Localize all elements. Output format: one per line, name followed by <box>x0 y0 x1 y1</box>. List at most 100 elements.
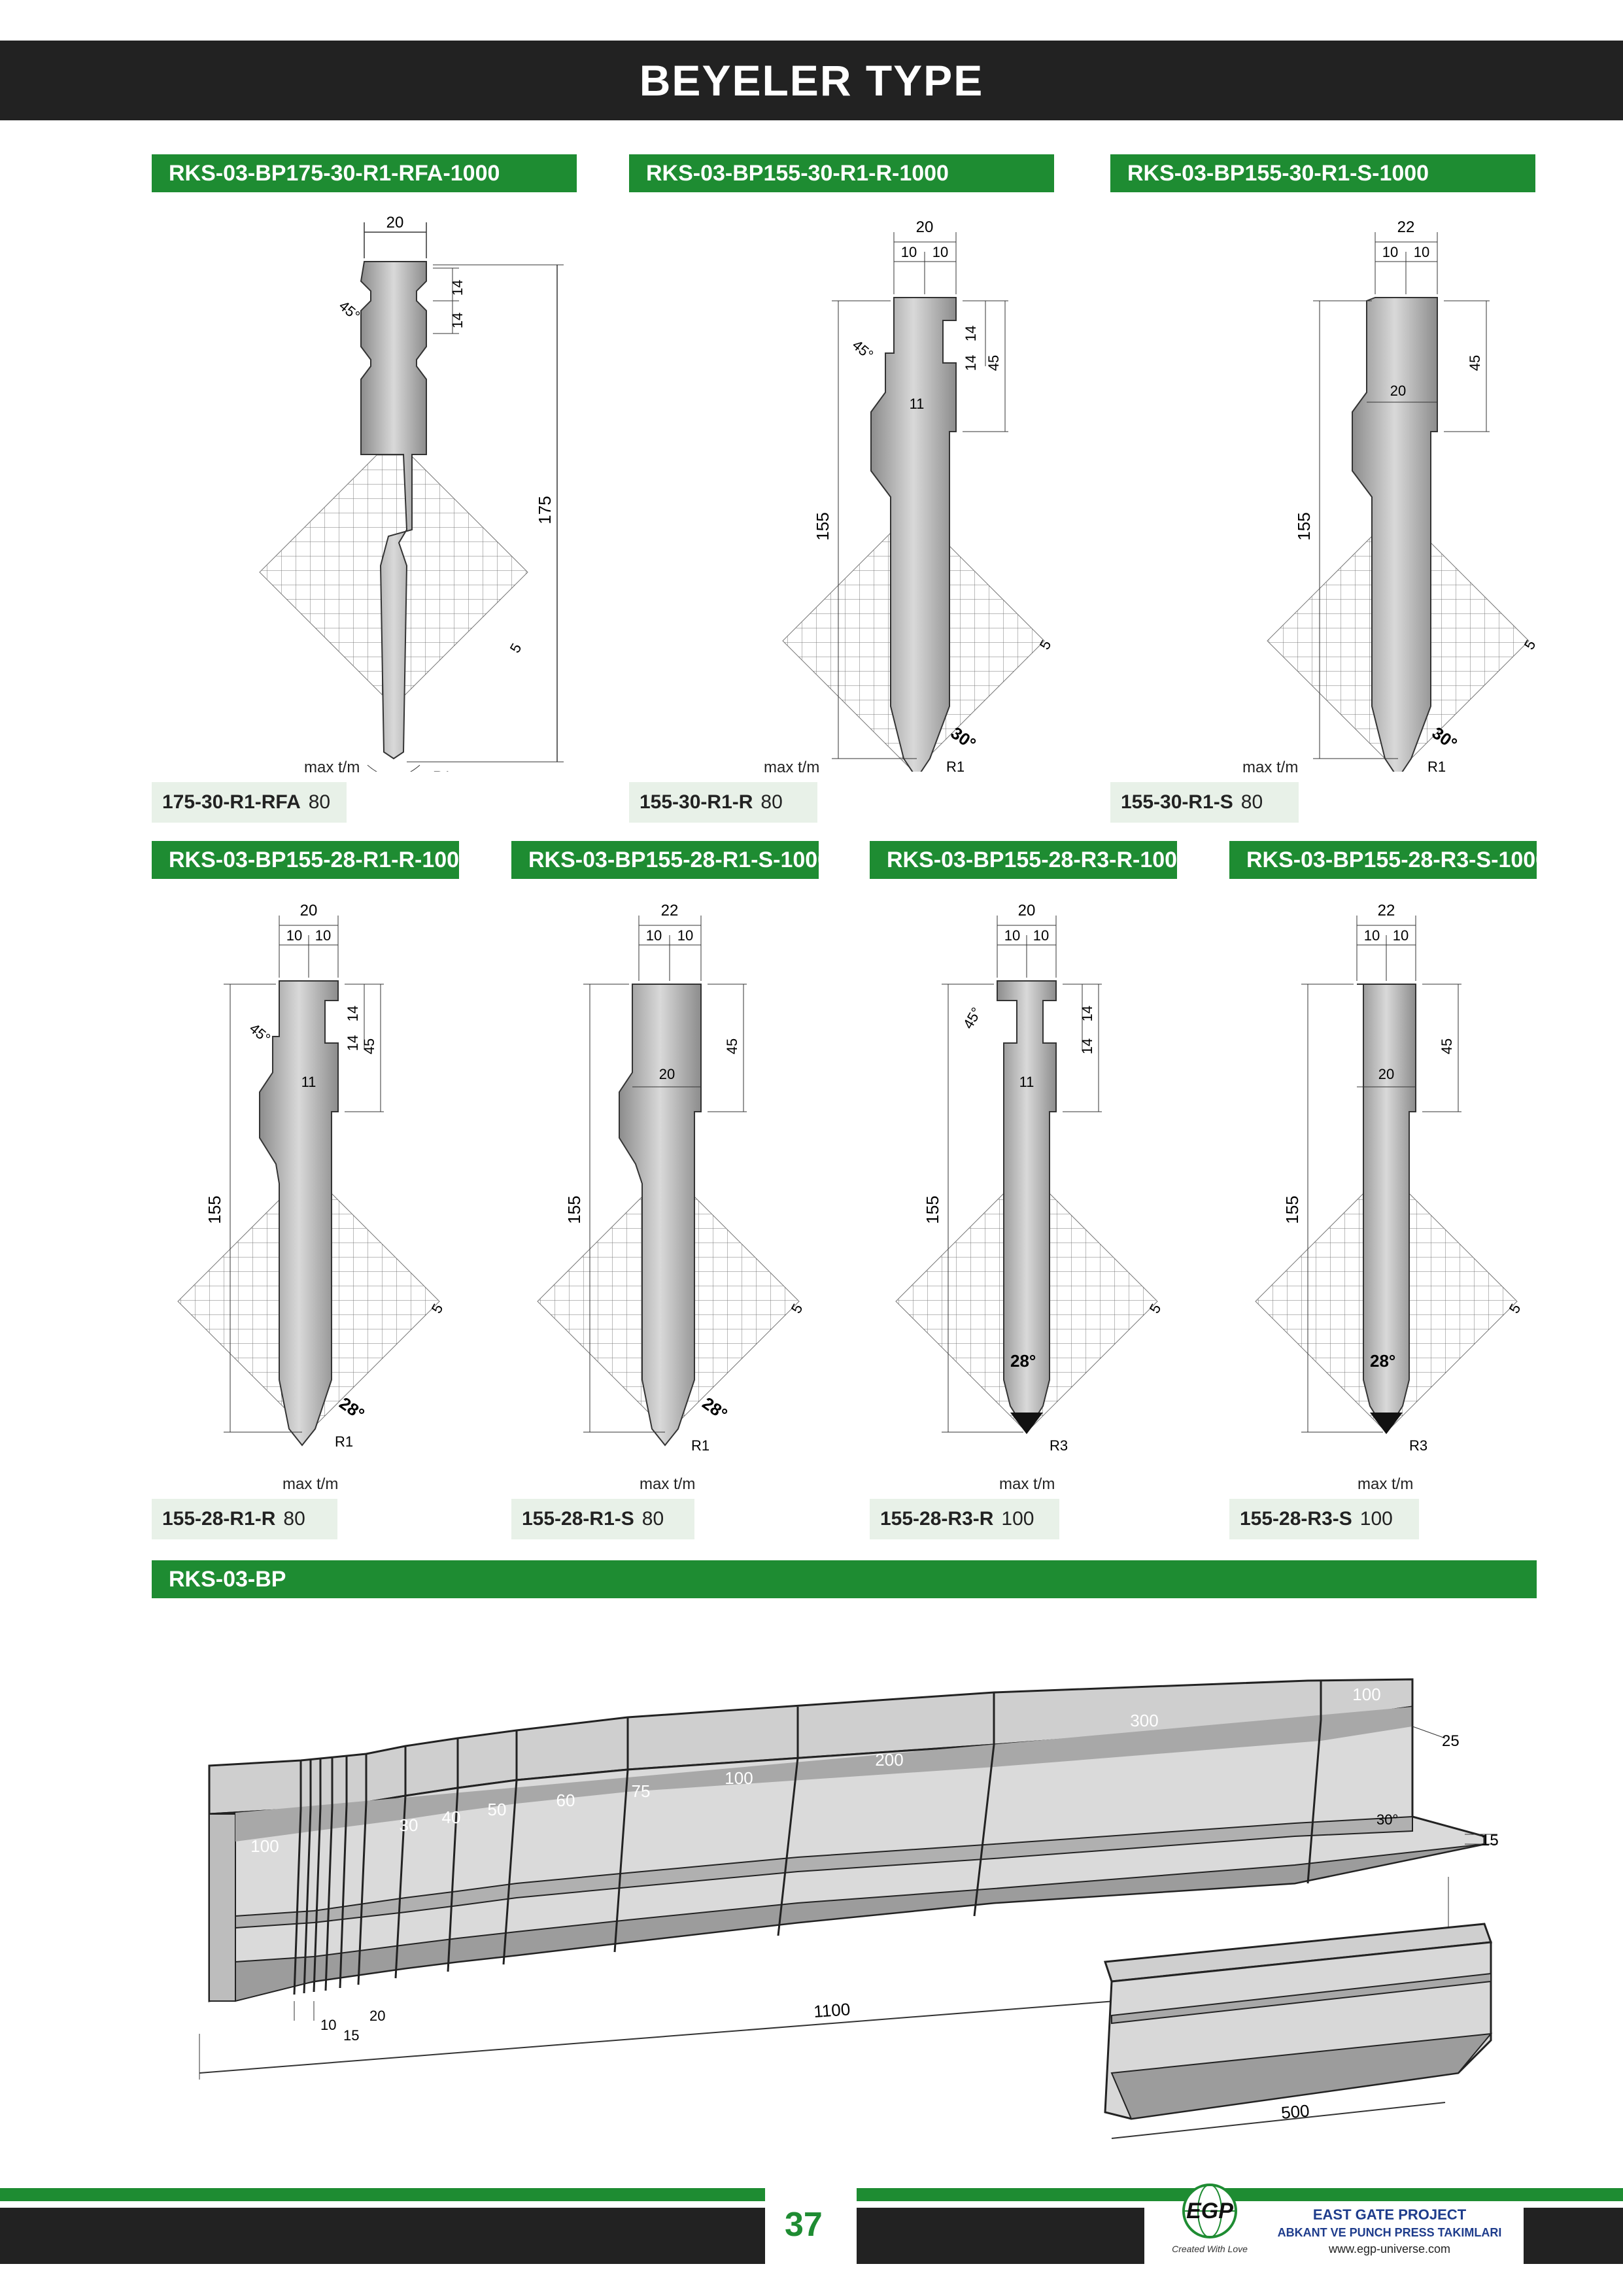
page-title: BEYELER TYPE <box>639 56 984 105</box>
logo-text: EGP <box>1186 2199 1233 2223</box>
dim-10b: 10 <box>932 244 948 260</box>
punch-body <box>1357 984 1416 1433</box>
dim-14a: 14 <box>345 1006 361 1021</box>
dim-5: 5 <box>1036 637 1054 652</box>
max-tm-label-4: max t/m <box>282 1475 339 1493</box>
dim-14b: 14 <box>345 1035 361 1051</box>
dim-175: 175 <box>535 496 555 524</box>
dim-10a: 10 <box>1382 244 1398 260</box>
dim-45: 45 <box>724 1038 740 1054</box>
dim-22: 22 <box>1378 902 1395 919</box>
dim-10b: 10 <box>677 927 693 944</box>
dim-11: 11 <box>1019 1074 1034 1090</box>
dim-14a: 14 <box>1079 1006 1095 1021</box>
max-tm-label-1: max t/m <box>304 759 360 776</box>
dim-20: 20 <box>386 214 404 231</box>
company-block: EAST GATE PROJECT ABKANT VE PUNCH PRESS … <box>1262 2206 1517 2256</box>
caption-value: 80 <box>760 791 783 813</box>
tool-drawing-2: 20 10 10 14 14 45 11 45° 155 5 30° R1 <box>782 218 1054 772</box>
angle-28: 28° <box>699 1393 731 1424</box>
max-tm-label-7: max t/m <box>1358 1475 1414 1493</box>
angle-28: 28° <box>1010 1351 1036 1371</box>
dim-45: 45 <box>1439 1038 1455 1054</box>
angle-45: 45° <box>247 1020 274 1047</box>
dim-10a: 10 <box>646 927 662 944</box>
dim-45: 45 <box>1467 355 1483 371</box>
dim-11: 11 <box>910 396 925 412</box>
segment-label: 200 <box>875 1750 903 1770</box>
tool-drawing-7: 22 10 10 45 20 155 5 28° R3 <box>1255 902 1524 1454</box>
segment-label: 300 <box>1130 1711 1158 1730</box>
punch-body <box>870 297 957 772</box>
dim-45: 45 <box>361 1038 377 1054</box>
tool-header-2: RKS-03-BP155-30-R1-R-1000 <box>629 154 1054 192</box>
punch-body <box>619 984 702 1447</box>
dim-14b: 14 <box>963 355 979 371</box>
dim-22: 22 <box>661 902 679 919</box>
logo-slogan: Created With Love <box>1172 2244 1248 2254</box>
segment-label: 60 <box>556 1791 575 1810</box>
dim-20: 20 <box>659 1066 675 1082</box>
caption-value: 80 <box>283 1508 305 1530</box>
caption-code: 155-28-R1-S <box>522 1508 634 1530</box>
max-tm-label-2: max t/m <box>764 759 820 776</box>
dim-20: 20 <box>1390 383 1406 399</box>
dim-10b: 10 <box>1033 927 1049 944</box>
punch-body <box>997 980 1057 1433</box>
dim-14a: 14 <box>449 280 466 296</box>
segment-label: 100 <box>725 1768 753 1788</box>
footer-dark-right <box>1524 2208 1623 2264</box>
dim-10a: 10 <box>286 927 302 944</box>
dim-10b: 10 <box>315 927 331 944</box>
dim-155: 155 <box>564 1195 584 1224</box>
segment-label: 50 <box>488 1800 507 1819</box>
dim-10a: 10 <box>901 244 917 260</box>
page-number: 37 <box>785 2206 823 2244</box>
dim-20: 20 <box>1018 902 1036 919</box>
caption-value: 80 <box>1240 791 1263 813</box>
company-name: EAST GATE PROJECT <box>1312 2206 1467 2223</box>
dim-20: 20 <box>300 902 318 919</box>
radius-r1: R1 <box>691 1437 709 1454</box>
dim-14b: 14 <box>1079 1038 1095 1054</box>
dim-10a: 10 <box>1004 927 1020 944</box>
company-website: www.egp-universe.com <box>1328 2242 1451 2255</box>
footer-dark-mid <box>857 2208 1144 2264</box>
caption-value: 80 <box>641 1508 664 1530</box>
radius-r3: R3 <box>1409 1437 1427 1454</box>
dim-11: 11 <box>301 1074 316 1090</box>
segment-label: 100 <box>1352 1685 1380 1704</box>
radius-r1: R1 <box>946 759 965 772</box>
segment-label: 30 <box>400 1815 419 1835</box>
tool-drawing-3: 22 10 10 45 20 155 5 30° R1 <box>1267 218 1535 772</box>
punch-body <box>360 261 427 760</box>
tool-caption-7: 155-28-R3-S 100 <box>1229 1499 1419 1539</box>
radius-r1: R1 <box>433 768 451 772</box>
tool-caption-5: 155-28-R1-S 80 <box>511 1499 694 1539</box>
dim-15: 15 <box>343 2027 359 2044</box>
dim-10a: 10 <box>1364 927 1380 944</box>
tool-drawing-4: 20 10 10 14 14 45 11 45° 155 5 28° R1 <box>177 902 446 1450</box>
dim-20: 20 <box>369 2008 385 2024</box>
segment-label: 75 <box>632 1781 651 1801</box>
caption-value: 100 <box>1359 1508 1393 1530</box>
dim-155: 155 <box>1282 1195 1302 1224</box>
radius-r1: R1 <box>335 1433 353 1450</box>
tool-header-6: RKS-03-BP155-28-R3-R-1000 <box>870 841 1189 879</box>
tool-header-7: RKS-03-BP155-28-R3-S-1000 <box>1229 841 1548 879</box>
tool-header-5: RKS-03-BP155-28-R1-S-1000 <box>511 841 830 879</box>
footer-dark-left <box>0 2208 765 2264</box>
dim-155: 155 <box>1294 512 1314 540</box>
caption-code: 155-28-R3-R <box>880 1508 994 1530</box>
dim-5: 5 <box>1521 637 1535 652</box>
tool-header-1: RKS-03-BP175-30-R1-RFA-1000 <box>152 154 577 192</box>
caption-code: 175-30-R1-RFA <box>162 791 301 813</box>
dim-22: 22 <box>1397 218 1415 236</box>
punch-body <box>259 980 339 1447</box>
radius-r3: R3 <box>1050 1437 1068 1454</box>
caption-code: 155-28-R3-S <box>1240 1508 1352 1530</box>
max-tm-label-3: max t/m <box>1242 759 1299 776</box>
